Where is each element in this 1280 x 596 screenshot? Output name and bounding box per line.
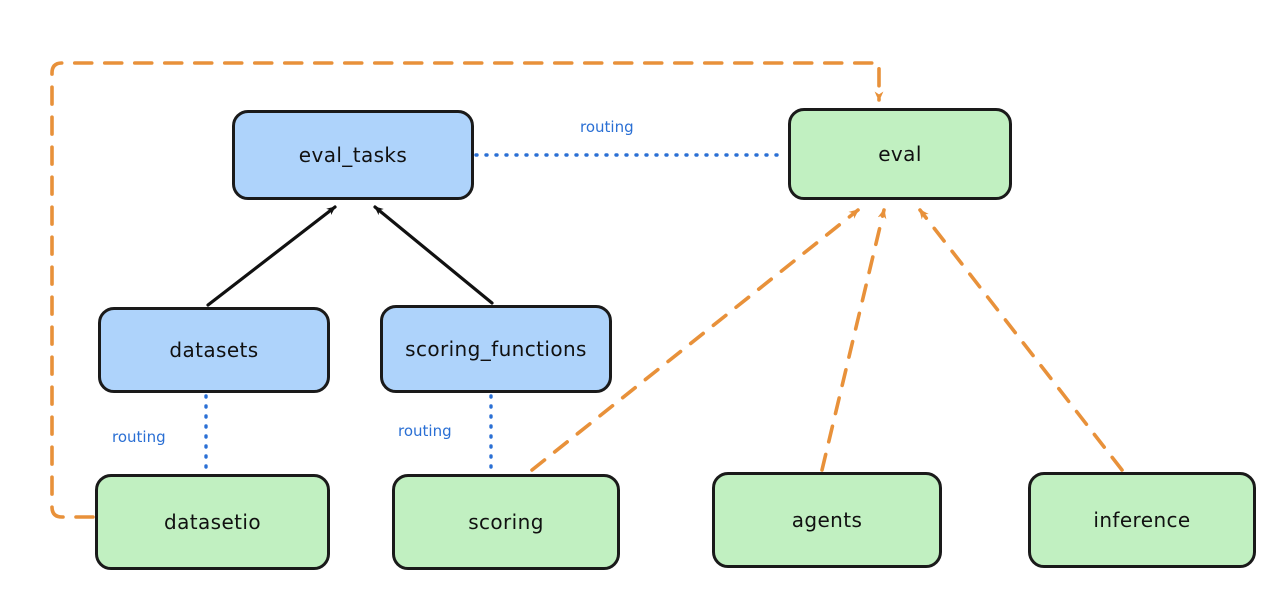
node-label: datasetio — [163, 510, 261, 534]
node-datasets[interactable]: datasets — [98, 307, 330, 393]
node-scoring[interactable]: scoring — [392, 474, 620, 570]
edge-datasets-to-eval-tasks — [206, 205, 337, 307]
node-label: datasets — [169, 338, 259, 362]
node-label: eval — [878, 142, 922, 166]
edge-scoring-to-eval — [530, 208, 860, 472]
node-label: inference — [1093, 508, 1191, 532]
node-inference[interactable]: inference — [1028, 472, 1256, 568]
edge-inference-to-eval — [918, 208, 1124, 472]
node-datasetio[interactable]: datasetio — [95, 474, 330, 570]
node-eval-tasks[interactable]: eval_tasks — [232, 110, 474, 200]
edge-label-routing-datasets-datasetio: routing — [112, 428, 166, 446]
node-agents[interactable]: agents — [712, 472, 942, 568]
edge-scoring-functions-to-eval-tasks — [373, 205, 494, 305]
node-scoring-functions[interactable]: scoring_functions — [380, 305, 612, 393]
node-label: agents — [791, 508, 863, 532]
node-label: eval_tasks — [298, 143, 408, 167]
node-label: scoring — [468, 510, 544, 534]
edge-label-routing-scoring-functions-scoring: routing — [398, 422, 452, 440]
node-eval[interactable]: eval — [788, 108, 1012, 200]
node-label: scoring_functions — [405, 337, 587, 361]
edge-label-routing-eval-tasks-eval: routing — [580, 118, 634, 136]
edge-agents-to-eval — [820, 208, 887, 472]
edge-datasetio-to-eval — [50, 61, 884, 519]
